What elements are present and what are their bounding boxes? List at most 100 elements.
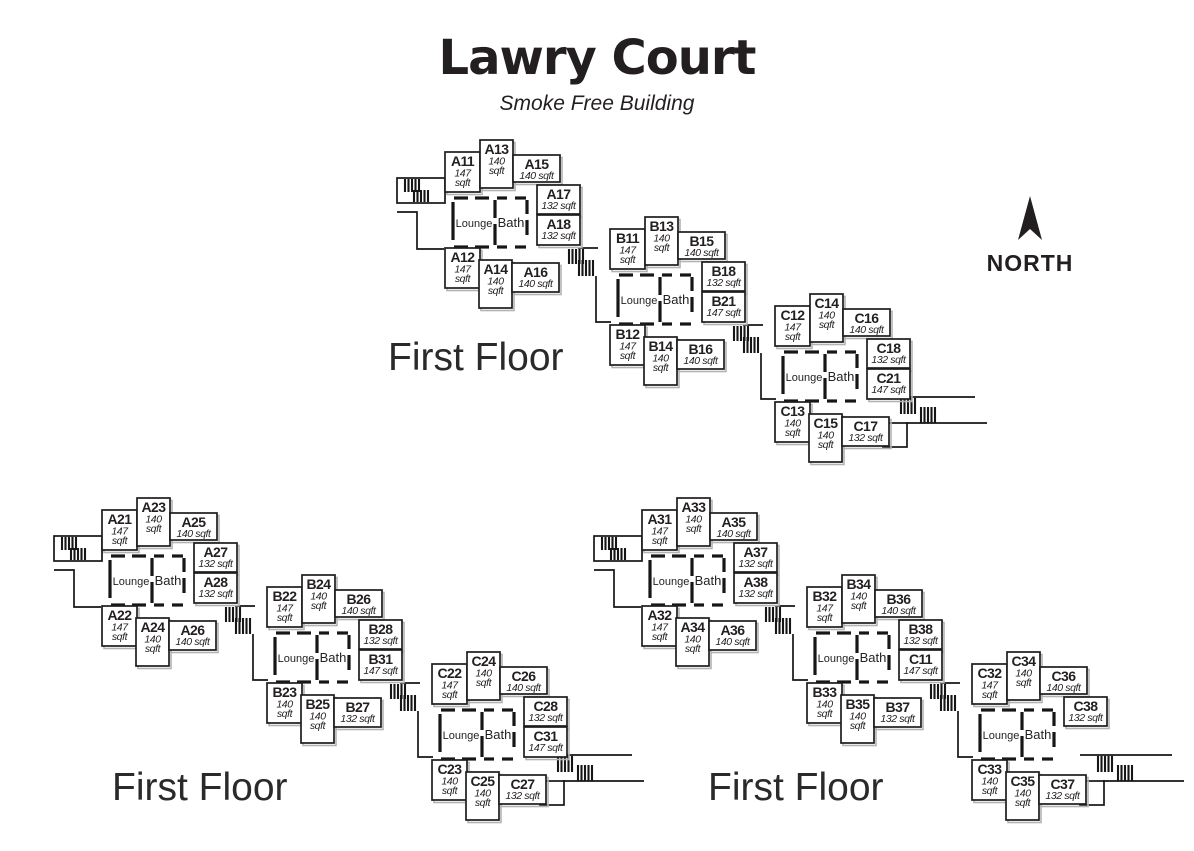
room-sqft: 140 — [981, 776, 998, 788]
room-number: A14 — [484, 261, 509, 277]
room-number: B24 — [307, 576, 332, 592]
room-number: B15 — [690, 233, 715, 249]
room-sqft: 132 sqft — [738, 588, 774, 600]
room-sqft: 147 — [816, 603, 834, 615]
room-sqft-unit: sqft — [817, 612, 834, 624]
room-sqft-unit: sqft — [653, 362, 670, 374]
bath-label: Bath — [860, 650, 887, 665]
room-sqft: 132 sqft — [541, 230, 577, 242]
room-number: A37 — [744, 544, 769, 560]
room-number: A34 — [681, 619, 706, 635]
room-number: A28 — [204, 574, 229, 590]
room-sqft: 140 — [310, 591, 327, 603]
room-sqft: 140 — [685, 514, 702, 526]
room-sqft-unit: sqft — [1016, 677, 1033, 689]
room-sqft: 140 — [276, 699, 293, 711]
room-sqft: 140 — [652, 353, 669, 365]
lounge-label: Lounge — [443, 730, 480, 742]
room-sqft-unit: sqft — [442, 785, 459, 797]
stairs-icon — [389, 682, 433, 758]
room-sqft-unit: sqft — [850, 720, 867, 732]
room-sqft-unit: sqft — [817, 708, 834, 720]
room-number: B32 — [813, 588, 838, 604]
room-number: B18 — [712, 263, 737, 279]
room-sqft: 147 — [111, 622, 129, 634]
lounge-label: Lounge — [983, 730, 1020, 742]
room-sqft-unit: sqft — [112, 535, 129, 547]
page-title: Lawry Court — [438, 30, 757, 86]
room-sqft: 132 sqft — [871, 354, 907, 366]
compass: NORTH — [975, 196, 1085, 277]
room-number: A12 — [451, 249, 476, 265]
room-sqft-unit: sqft — [455, 273, 472, 285]
room-number: A23 — [142, 499, 167, 515]
room-sqft: 140 — [653, 233, 670, 245]
room-number: A22 — [108, 607, 133, 623]
room-number: A25 — [182, 514, 207, 530]
room-sqft-unit: sqft — [620, 350, 637, 362]
room-number: B35 — [846, 696, 871, 712]
floor-label: First Floor — [112, 766, 288, 809]
room-sqft: 140 sqft — [715, 636, 751, 648]
room-sqft-unit: sqft — [310, 720, 327, 732]
room-sqft: 140 — [684, 634, 701, 646]
room-sqft-unit: sqft — [654, 242, 671, 254]
room-number: A17 — [547, 186, 572, 202]
room-sqft: 147 — [454, 168, 472, 180]
room-sqft: 140 — [441, 776, 458, 788]
room-sqft: 140 — [1015, 668, 1032, 680]
room-sqft: 132 sqft — [738, 558, 774, 570]
room-sqft: 147 — [651, 526, 669, 538]
bath-label: Bath — [828, 369, 855, 384]
lounge-label: Lounge — [653, 576, 690, 588]
room-number: B11 — [616, 230, 640, 246]
room-sqft: 140 — [488, 156, 505, 168]
room-number: B14 — [649, 338, 674, 354]
room-sqft: 147 — [619, 341, 637, 353]
north-label: NORTH — [986, 250, 1074, 276]
room-sqft: 140 — [145, 514, 162, 526]
bath-label: Bath — [695, 573, 722, 588]
room-number: B13 — [650, 218, 675, 234]
room-sqft-unit: sqft — [851, 600, 868, 612]
room-sqft: 140 sqft — [175, 636, 211, 648]
room-sqft: 147 — [111, 526, 129, 538]
room-number: C12 — [781, 307, 806, 323]
room-number: A33 — [682, 499, 707, 515]
room-number: C36 — [1052, 668, 1077, 684]
corridor-line — [54, 569, 101, 608]
lounge-label: Lounge — [113, 576, 150, 588]
room-sqft: 132 sqft — [340, 713, 376, 725]
room-number: A35 — [722, 514, 747, 530]
room-number: B21 — [712, 293, 737, 309]
